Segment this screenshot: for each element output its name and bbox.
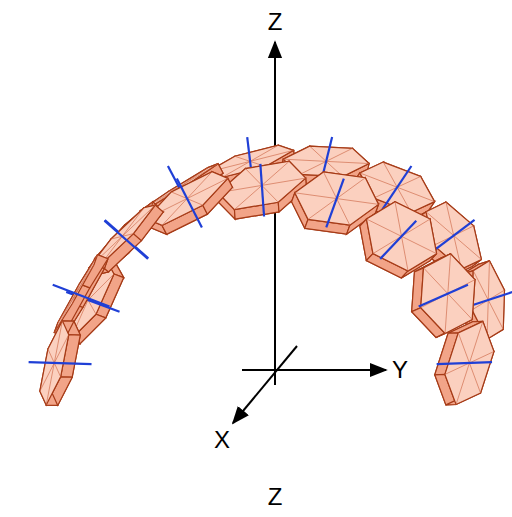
facet-line — [310, 146, 327, 161]
facet-line — [469, 321, 482, 363]
facet-line — [423, 268, 447, 294]
facet-line — [469, 363, 480, 393]
facet-line — [40, 363, 54, 391]
facet-line — [48, 349, 54, 363]
hex-plate — [435, 321, 494, 404]
facet-line — [395, 202, 402, 237]
hex-plate — [218, 161, 306, 219]
facet-line — [295, 193, 337, 199]
facet-line — [46, 363, 54, 405]
normal-vector — [380, 221, 416, 259]
facet-line — [235, 156, 250, 161]
facet-line — [323, 172, 336, 199]
facet-line — [326, 148, 352, 161]
facet-line — [397, 187, 434, 201]
hex-plate — [29, 321, 92, 406]
coordinate-axes — [233, 42, 386, 423]
facet-line — [76, 265, 94, 294]
hex-plate — [146, 172, 232, 235]
facet-line — [448, 294, 472, 320]
normal-vector — [437, 362, 492, 364]
facet-line — [337, 199, 379, 205]
normal-vector — [104, 221, 148, 259]
facet-line — [234, 185, 261, 209]
facet-line — [383, 162, 397, 187]
facet-line — [488, 261, 489, 300]
facet-line — [458, 333, 469, 363]
facet-line — [262, 178, 306, 185]
facet-line — [262, 161, 289, 185]
facet-line — [326, 161, 369, 163]
facet-line — [488, 300, 503, 329]
facet-line — [187, 178, 228, 198]
facet-line — [162, 199, 187, 226]
facet-line — [473, 271, 488, 300]
facet-line — [122, 208, 144, 237]
normal-vector — [29, 362, 92, 364]
facet-line — [76, 255, 98, 294]
caption-label: Z — [268, 485, 283, 509]
facet-line — [448, 254, 451, 294]
facet-line — [337, 199, 350, 226]
facet-line — [54, 335, 68, 363]
facet-line — [250, 145, 278, 161]
facet-line — [54, 321, 62, 363]
axis-label: Z — [268, 10, 283, 34]
z-axis — [274, 42, 276, 385]
normal-vector — [177, 179, 202, 228]
facet-line — [262, 185, 278, 202]
normal-vector — [260, 164, 264, 217]
y-axis — [242, 369, 386, 371]
facet-line — [122, 205, 155, 236]
axis-label: Y — [392, 358, 408, 382]
x-axis — [233, 346, 297, 423]
facet-line — [54, 363, 60, 377]
facet-line — [456, 363, 469, 405]
facet-line — [402, 236, 409, 271]
facet-line — [58, 294, 76, 323]
plate-top — [366, 202, 436, 271]
facet-line — [446, 202, 454, 236]
normal-vector — [419, 285, 468, 307]
facet-line — [245, 169, 261, 186]
facet-line — [454, 236, 482, 260]
facet-line — [366, 219, 401, 236]
facet-line — [445, 294, 448, 334]
normal-vector — [53, 285, 110, 307]
facet-line — [122, 234, 133, 237]
normal-vector — [326, 179, 344, 228]
facet-line — [402, 236, 437, 253]
axis-label: X — [214, 428, 230, 452]
facet-line — [76, 284, 80, 294]
facet-line — [187, 172, 212, 199]
